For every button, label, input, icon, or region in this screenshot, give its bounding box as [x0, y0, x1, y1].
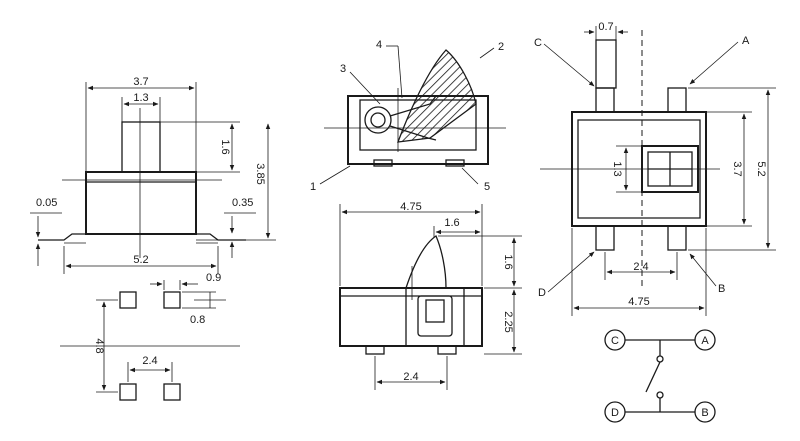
schematic-node-a — [694, 329, 716, 351]
dim-front-lever-width: 1.6 — [444, 217, 459, 229]
front-view: 4.75 1.6 1.6 2.25 2.4 — [339, 201, 522, 390]
callout-3: 3 — [340, 63, 346, 75]
dim-actuator-width: 1.3 — [133, 92, 148, 104]
pad-bottom-left — [119, 383, 137, 401]
pad-layout: 0.9 0.8 4.8 2.4 — [60, 272, 240, 401]
dim-top-actuator-width: 1.3 — [611, 161, 623, 176]
dim-pad-pitch-x: 2.4 — [142, 355, 157, 367]
schematic-node-c — [604, 329, 626, 351]
side-lead-left — [38, 233, 86, 241]
switch-schematic: C A D B — [604, 329, 716, 423]
dim-total-height: 3.85 — [254, 163, 266, 184]
schematic-label-b: B — [701, 407, 708, 419]
dim-top-overall-height: 5.2 — [755, 161, 767, 176]
dim-front-terminal-pitch: 2.4 — [403, 371, 418, 383]
schematic-node-d — [604, 401, 626, 423]
callout-4: 4 — [376, 39, 382, 51]
top-view: 0.7 1.3 3.7 5.2 2.4 4.75 C A D B — [534, 21, 776, 316]
dim-actuator-height: 1.6 — [219, 139, 231, 154]
terminal-label-b: B — [718, 283, 725, 295]
dim-lead-thickness: 0.05 — [36, 197, 57, 209]
front-body — [339, 287, 483, 347]
pad-bottom-right — [163, 383, 181, 401]
dim-front-lever-height: 1.6 — [502, 254, 514, 269]
side-view: 3.7 1.3 1.6 3.85 0.05 0.35 5.2 — [30, 76, 276, 274]
side-lead-right — [196, 233, 246, 241]
dim-top-terminal-pitch: 2.4 — [633, 261, 648, 273]
dim-pad-height: 0.8 — [190, 314, 205, 326]
schematic-node-b — [694, 401, 716, 423]
dim-pad-width: 0.9 — [206, 272, 221, 284]
callout-1: 1 — [310, 181, 316, 193]
dim-pad-pitch-y: 4.8 — [93, 338, 105, 353]
dim-front-body-width: 4.75 — [400, 201, 421, 213]
pad-top-left — [119, 291, 137, 309]
dim-top-lead-width: 0.7 — [598, 21, 613, 33]
dim-front-body-height: 2.25 — [502, 311, 514, 332]
terminal-label-d: D — [538, 287, 546, 299]
section-view: 1 2 3 4 5 — [310, 39, 506, 193]
front-lever — [405, 235, 447, 289]
dim-top-body-width: 4.75 — [628, 296, 649, 308]
dim-width-top: 3.7 — [133, 76, 148, 88]
dim-top-body-height: 3.7 — [731, 161, 743, 176]
dim-overall-width: 5.2 — [133, 254, 148, 266]
schematic-label-c: C — [611, 335, 619, 347]
callout-5: 5 — [484, 181, 490, 193]
schematic-label-d: D — [611, 407, 619, 419]
pad-top-right — [163, 291, 181, 309]
terminal-label-c: C — [534, 37, 542, 49]
side-actuator — [121, 121, 161, 173]
schematic-label-a: A — [701, 335, 709, 347]
side-body — [85, 171, 197, 235]
terminal-label-a: A — [742, 35, 750, 47]
callout-2: 2 — [498, 41, 504, 53]
section-lever — [397, 49, 477, 143]
dim-standoff: 0.35 — [232, 197, 253, 209]
